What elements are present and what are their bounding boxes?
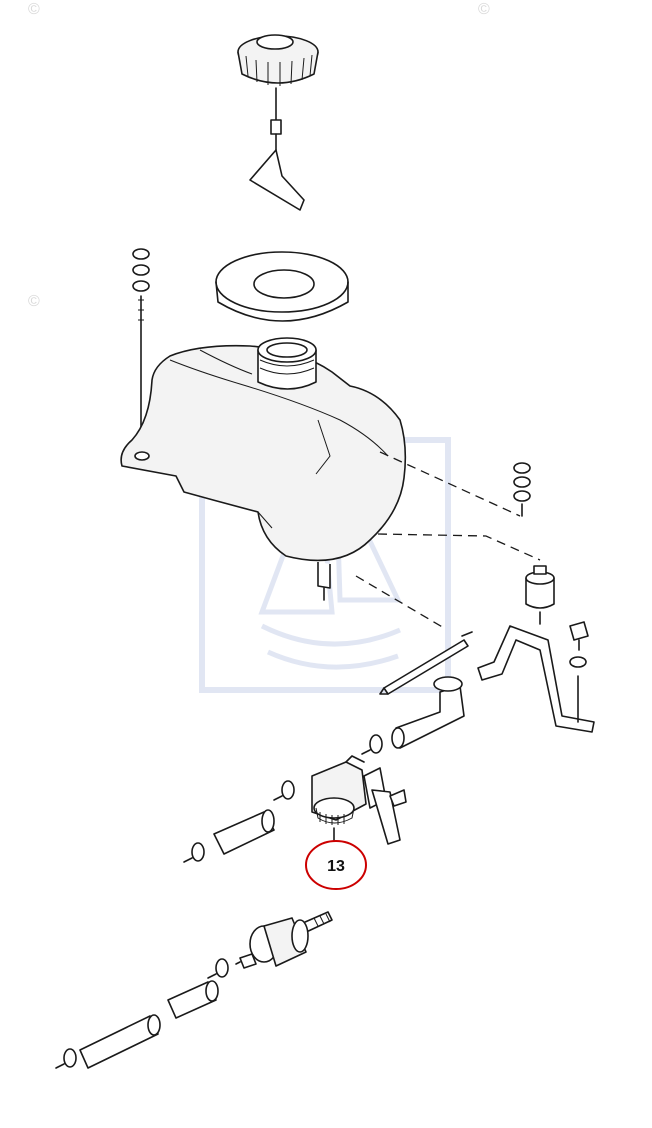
watermark-copyright-marks: © © © bbox=[28, 1, 490, 310]
lower-fuel-hose-icon bbox=[79, 1014, 161, 1069]
fuel-cock-valve-icon bbox=[311, 755, 407, 845]
part-callout-13[interactable]: 13 bbox=[305, 840, 367, 890]
elbow-fuel-hose-icon bbox=[391, 676, 465, 749]
watermark-glyph-top-left: © bbox=[28, 1, 40, 18]
callout-circle bbox=[305, 840, 367, 890]
hose-clamp-5-icon bbox=[55, 1048, 77, 1069]
straight-fuel-hose-icon bbox=[213, 809, 275, 855]
rubber-mount-icon bbox=[525, 565, 555, 625]
callout-label: 13 bbox=[327, 858, 345, 875]
tank-support-bracket-icon bbox=[477, 625, 595, 733]
watermark-glyph-left: © bbox=[28, 293, 40, 310]
hose-clamp-2-icon bbox=[273, 780, 295, 801]
hose-clamp-1-icon bbox=[361, 734, 383, 755]
tank-seal-ring-icon bbox=[215, 251, 349, 322]
hose-clamp-3-icon bbox=[183, 842, 205, 863]
mounting-nut-right-icon bbox=[513, 462, 531, 517]
hose-clamp-4-icon bbox=[207, 958, 229, 979]
fuel-cap-icon bbox=[237, 34, 319, 211]
watermark-glyph-top-right: © bbox=[478, 1, 490, 18]
bracket-bolt-icon bbox=[569, 621, 589, 723]
assembly-guide-lines bbox=[355, 451, 541, 629]
drain-rod-icon bbox=[379, 631, 473, 695]
short-fuel-hose-icon bbox=[167, 980, 219, 1019]
fuel-tank-icon bbox=[120, 337, 407, 601]
inline-fuel-filter-icon bbox=[235, 911, 333, 969]
